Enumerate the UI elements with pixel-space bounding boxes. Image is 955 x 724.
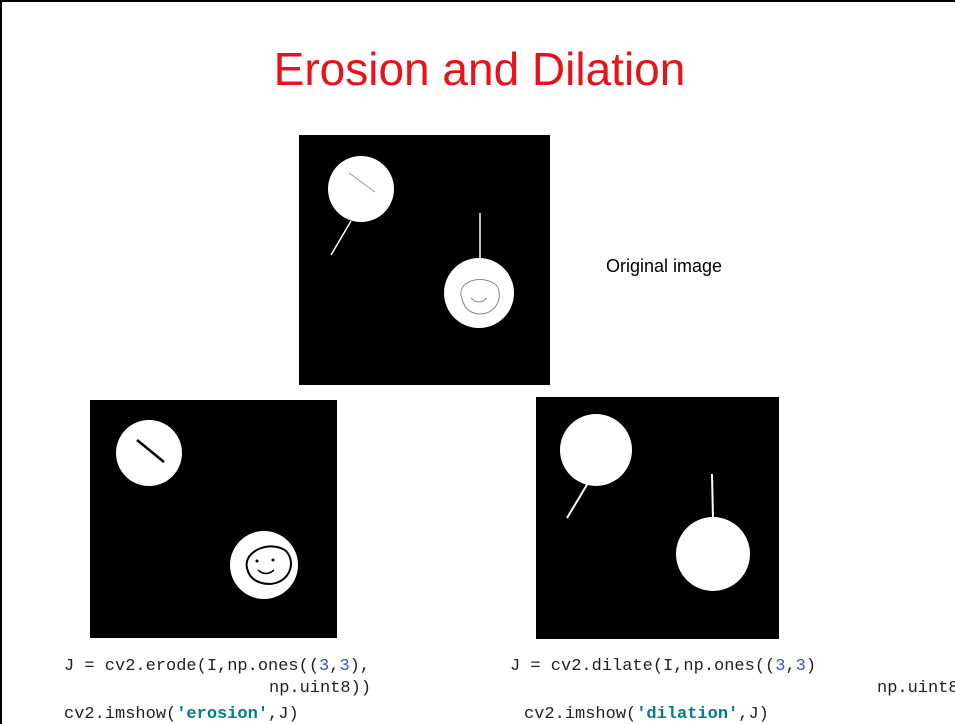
eroded-image-graphic [116,420,298,599]
eroded-image [90,400,337,638]
original-image [299,135,550,385]
original-image-graphic [328,156,514,328]
dilated-image [536,397,779,639]
slide-title: Erosion and Dilation [273,43,686,95]
erode-code-line3: cv2.imshow('erosion',J) [64,705,299,724]
erode-code-line2: np.uint8)) [269,679,372,698]
dilate-code-line2: np.uint8 [877,679,955,698]
erode-code-line1: J = cv2.erode(I,np.ones((3,3), [64,657,371,676]
dilated-image-graphic [560,414,750,591]
dilate-code-line3: cv2.imshow('dilation',J) [524,705,769,724]
dilate-code-line1: J = cv2.dilate(I,np.ones((3,3) [510,657,817,676]
original-image-caption: Original image [606,256,723,276]
